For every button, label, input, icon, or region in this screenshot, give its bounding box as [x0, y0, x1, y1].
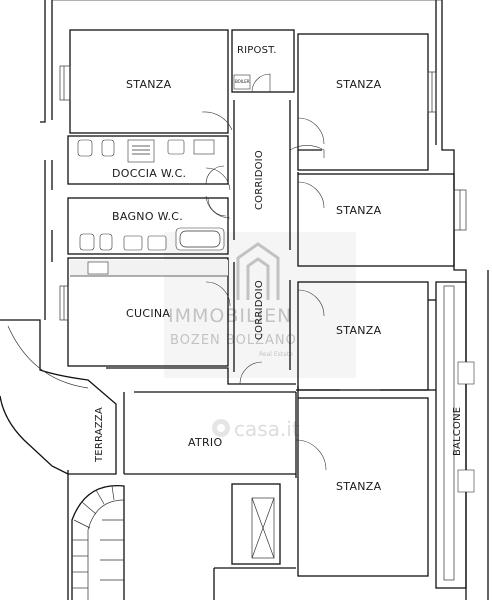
terrace: TERRAZZA [0, 319, 117, 475]
label-ripost: RIPOST. [237, 45, 277, 56]
watermark-line3: Real Estate [259, 351, 293, 358]
bidet-icon [101, 139, 115, 157]
kitchen-sink-icon [87, 261, 109, 275]
room-bagno: BAGNO W.C. [67, 197, 229, 255]
label-cucina: CUCINA [126, 307, 170, 320]
shower-icon [127, 139, 155, 163]
washer-icon [193, 139, 215, 155]
staircase [71, 484, 125, 600]
corridor-walls: CORRIDOIO CORRIDOIO [201, 100, 291, 372]
label-stanza-mid-right: STANZA [336, 204, 382, 217]
boiler-icon [233, 74, 251, 90]
watermark-panel [164, 232, 356, 378]
room-doccia: DOCCIA W.C. [67, 135, 229, 185]
label-balcone: BALCONE [452, 407, 463, 456]
label-stanza-top-right: STANZA [336, 78, 382, 91]
label-stanza-bottom-right: STANZA [336, 480, 382, 493]
label-corridoio-upper: CORRIDOIO [254, 150, 265, 210]
watermark-line1: IMMOBILIEN [168, 305, 292, 327]
watermark-logo-icon [236, 242, 280, 300]
room-stanza-bottom-right: STANZA [297, 386, 429, 577]
label-corridoio-lower: CORRIDOIO [254, 280, 265, 340]
bathtub-icon [175, 227, 225, 251]
elevator-shaft [213, 483, 296, 600]
room-cucina: CUCINA [59, 257, 231, 367]
room-stanza-top-left: STANZA [59, 29, 229, 134]
label-atrio: ATRIO [188, 436, 222, 449]
bidet-icon [99, 233, 113, 251]
toilet-icon [77, 139, 93, 157]
room-stanza-right-lower: STANZA [297, 281, 429, 391]
watermark-casa-logo-icon [212, 419, 230, 437]
label-doccia: DOCCIA W.C. [112, 167, 186, 180]
watermark: IMMOBILIEN BOZEN BOLZANO Real Estate cas… [164, 232, 356, 441]
sink-icon [167, 139, 185, 155]
room-atrio: ATRIO [106, 361, 327, 478]
toilet-icon [79, 233, 95, 251]
room-stanza-top-right: STANZA [289, 33, 437, 171]
label-stanza-top-left: STANZA [126, 78, 172, 91]
watermark-line2: BOZEN BOLZANO [170, 333, 297, 348]
balcony: BALCONE [435, 281, 475, 589]
room-ripostiglio: RIPOST. BOILER [231, 29, 295, 93]
watermark-site: casa.it [234, 417, 300, 441]
boiler-label: BOILER [235, 79, 250, 84]
sink-icon [123, 235, 143, 251]
label-terrazza: TERRAZZA [94, 407, 105, 463]
label-stanza-right-lower: STANZA [336, 324, 382, 337]
room-stanza-mid-right: STANZA [297, 173, 467, 267]
label-bagno: BAGNO W.C. [112, 210, 183, 223]
sink-icon [147, 235, 167, 251]
partition-walls [296, 149, 436, 391]
